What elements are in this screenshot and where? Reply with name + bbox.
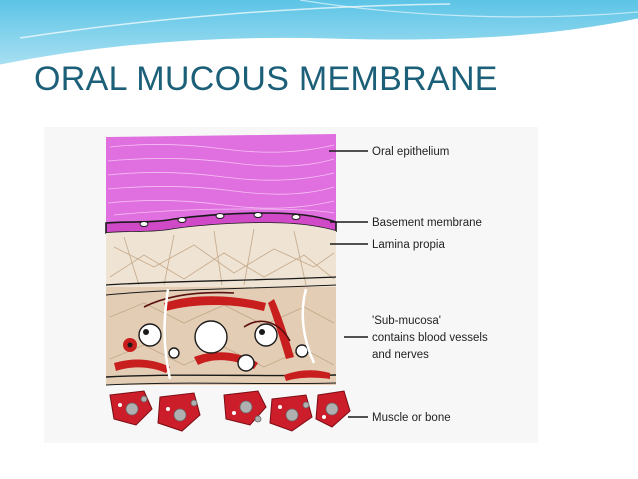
label-blood-vessels: contains blood vessels — [372, 332, 488, 344]
label-oral-epithelium: Oral epithelium — [372, 146, 449, 158]
muscle-bone-layer — [109, 390, 351, 432]
epithelium-layer — [106, 134, 336, 223]
slide-title: ORAL MUCOUS MEMBRANE — [34, 60, 498, 98]
label-muscle-or-bone: Muscle or bone — [372, 412, 451, 424]
label-nerves: and nerves — [372, 349, 429, 361]
oral-mucosa-diagram: Oral epithelium Basement membrane Lamina… — [44, 127, 538, 443]
leader-lines — [329, 150, 368, 418]
lamina-propria-layer — [106, 223, 336, 289]
decorative-wave-banner — [0, 0, 638, 68]
label-sub-mucosa: 'Sub-mucosa' — [372, 315, 441, 327]
label-basement-membrane: Basement membrane — [372, 217, 482, 229]
label-lamina-propia: Lamina propia — [372, 239, 445, 251]
submucosa-layer — [105, 276, 337, 386]
